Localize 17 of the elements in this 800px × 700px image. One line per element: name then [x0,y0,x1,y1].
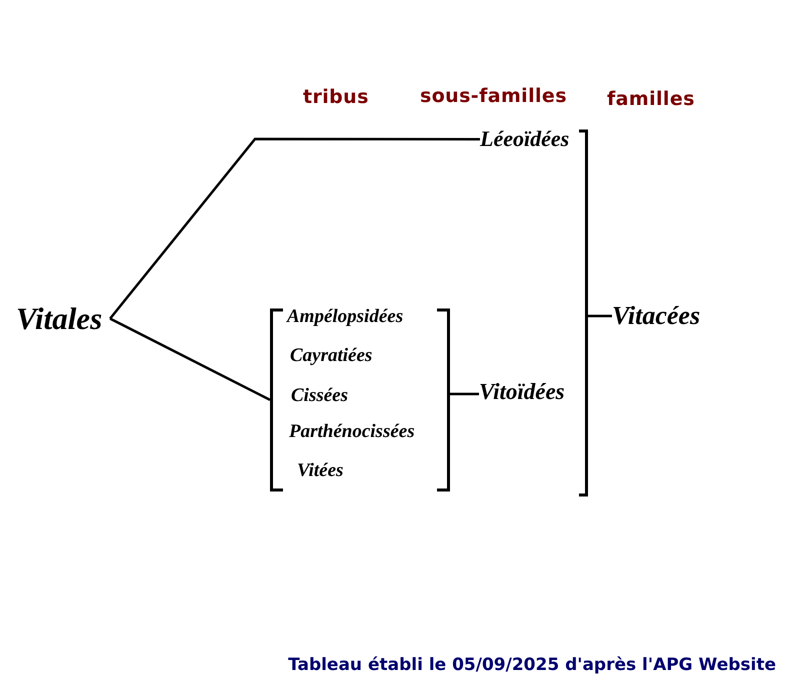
taxon-name: Cissées [291,385,348,408]
connector-line [588,314,612,318]
connector-line [109,138,480,320]
connector-line [110,317,271,402]
taxon-name: Léeoïdées [480,126,570,152]
taxon-name: Vitacées [612,300,700,332]
taxon-name: Ampélopsidées [287,306,404,329]
caption: Tableau établi le 05/09/2025 d'après l'APG Website [288,655,776,676]
column-header: sous-familles [420,85,567,108]
taxon-name: Vitoïdées [479,378,565,406]
column-header: tribus [303,86,369,109]
taxon-name: Parthénocissées [289,421,415,444]
taxon-name: Cayratiées [290,345,372,368]
connector-line [450,392,479,396]
taxon-name: Vitées [297,460,344,483]
column-header: familles [607,88,695,111]
taxon-name: Vitales [16,300,110,338]
